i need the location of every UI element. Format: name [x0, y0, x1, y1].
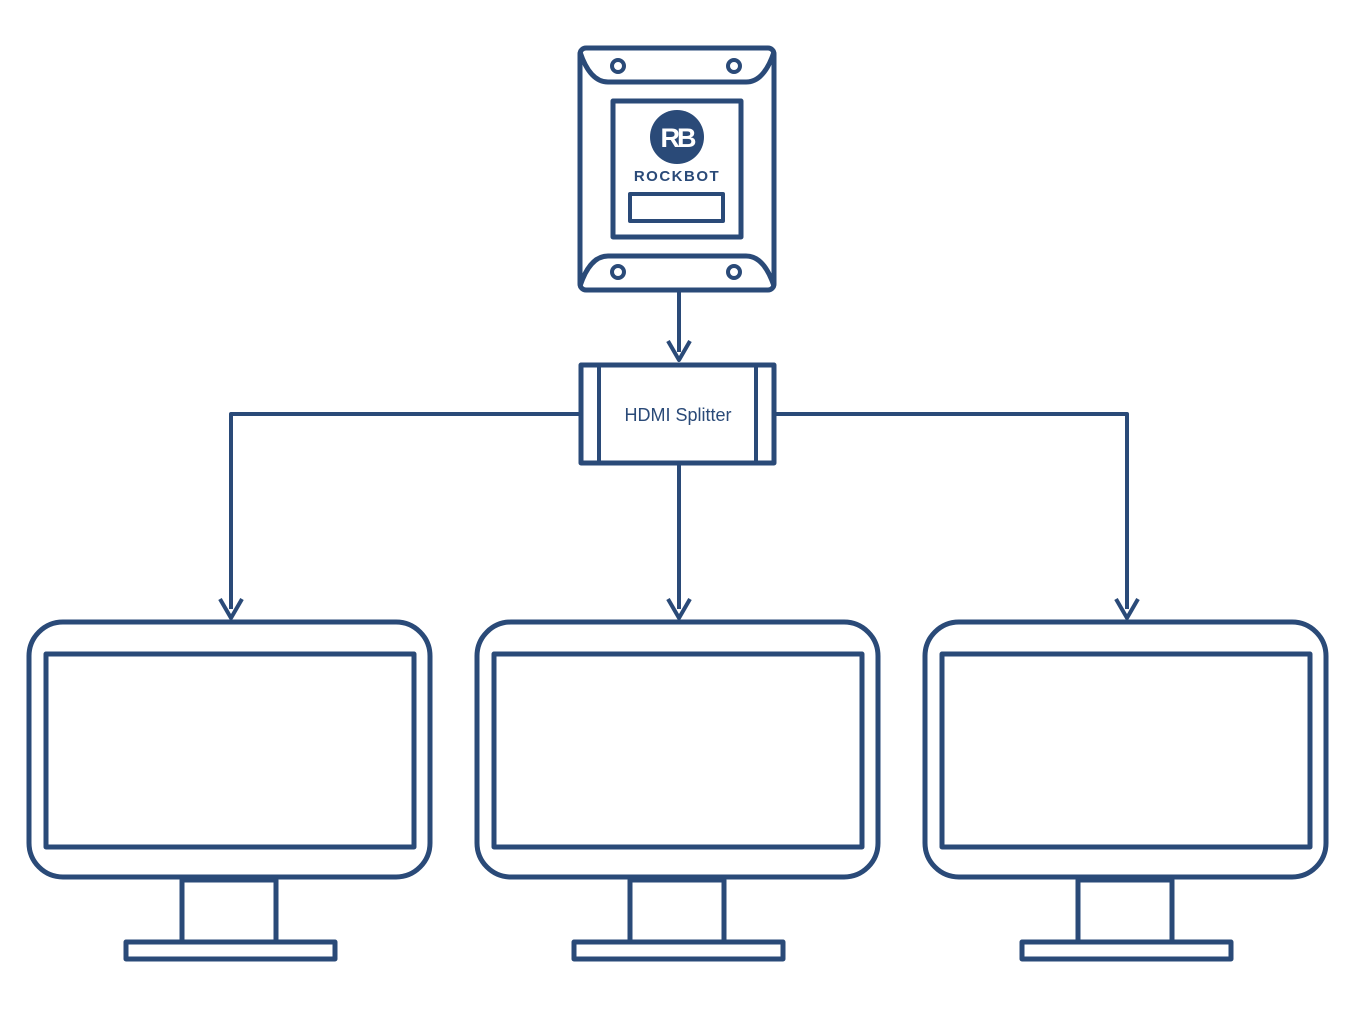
connector-splitter-to-display-2	[666, 464, 692, 620]
brand-name: ROCKBOT	[634, 168, 720, 185]
display-3	[925, 622, 1326, 959]
diagram-content: RB ROCKBOT HDMI Splitter	[29, 45, 1326, 959]
monitor-icon	[925, 622, 1326, 959]
logo-monogram: RB	[661, 123, 696, 153]
connector-splitter-to-display-1	[218, 412, 581, 620]
rockbot-logo-icon: RB	[650, 110, 704, 164]
display-2	[477, 622, 878, 959]
connector-device-to-splitter	[666, 292, 692, 362]
rockbot-device: RB ROCKBOT	[577, 45, 777, 293]
hdmi-splitter: HDMI Splitter	[578, 362, 777, 466]
connector-splitter-to-display-3	[774, 412, 1140, 620]
monitor-icon	[29, 622, 430, 959]
splitter-label: HDMI Splitter	[624, 405, 731, 425]
monitor-icon	[477, 622, 878, 959]
display-1	[29, 622, 430, 959]
